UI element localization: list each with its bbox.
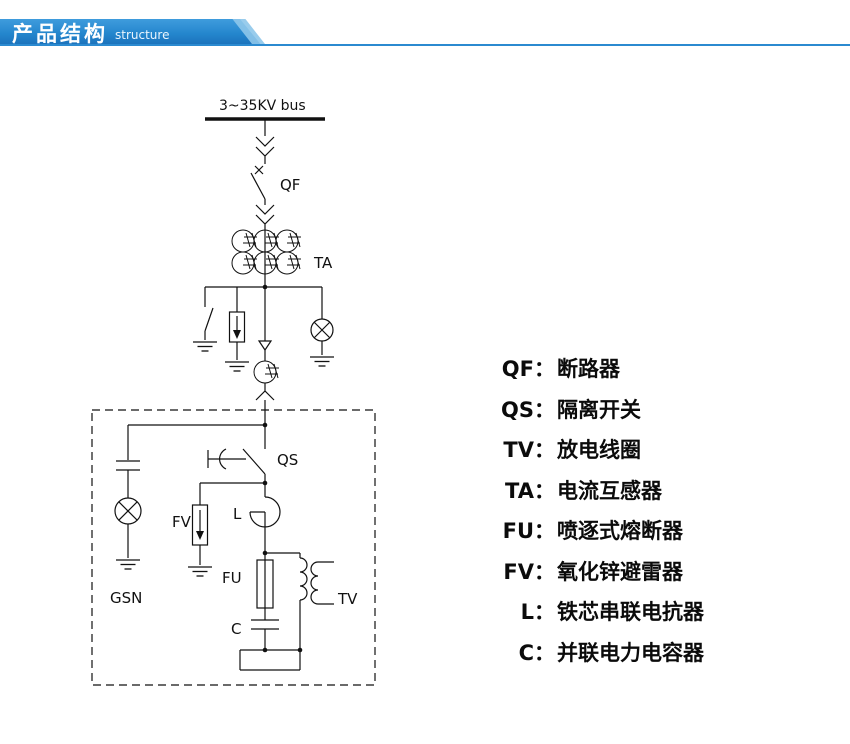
drawout-contact-lower-icon	[255, 204, 275, 230]
reactor-l-symbol	[249, 496, 281, 553]
legend-item-fu: FU： 喷逐式熔断器	[497, 511, 704, 552]
earthing-switch-branch	[192, 287, 218, 352]
bottom-return-connection	[239, 649, 301, 671]
label-qs: QS	[277, 451, 298, 469]
label-ta: TA	[313, 254, 333, 272]
legend-item-qf: QF： 断路器	[497, 349, 704, 390]
legend-symbol: C：	[518, 640, 555, 665]
legend-symbol: TA：	[505, 478, 555, 503]
label-l: L	[233, 505, 242, 523]
label-fv: FV	[172, 513, 192, 531]
circuit-breaker-qf-symbol	[250, 165, 266, 205]
arrester-fv-symbol	[187, 482, 265, 577]
header-band: 产品结构 structure	[0, 19, 262, 46]
label-gsn: GSN	[110, 589, 142, 607]
legend-item-fv: FV： 氧化锌避雷器	[497, 552, 704, 593]
fuse-fu-symbol	[256, 553, 274, 620]
legend-symbol: TV：	[503, 438, 555, 462]
cabinet-boundary	[91, 409, 376, 686]
label-tv: TV	[337, 590, 358, 608]
legend-item-tv: TV： 放电线圈	[497, 430, 704, 471]
junction-dots	[262, 284, 303, 653]
legend-item-qs: QS： 隔离开关	[497, 390, 704, 431]
legend-desc: 放电线圈	[557, 438, 641, 462]
label-qf: QF	[280, 176, 300, 194]
legend-desc: 喷逐式熔断器	[557, 519, 683, 543]
arrester-branch-symbol	[224, 287, 250, 372]
feeder-connector-triangle-icon	[257, 287, 273, 361]
indicator-lamp-branch-icon	[309, 287, 335, 367]
legend-symbol: FU：	[502, 519, 555, 543]
label-c: C	[231, 620, 241, 638]
header-underline	[0, 44, 850, 46]
legend-item-c: C： 并联电力电容器	[497, 633, 704, 674]
discharge-coil-tv-symbol	[265, 552, 334, 650]
legend-desc: 电流互感器	[557, 478, 662, 503]
page-subtitle: structure	[115, 28, 170, 42]
legend-desc: 隔离开关	[557, 397, 641, 422]
legend-item-l: L： 铁芯串联电抗器	[497, 592, 704, 633]
legend-desc: 断路器	[557, 357, 620, 381]
legend-symbol: QS：	[501, 397, 555, 422]
legend-symbol: FV：	[503, 559, 555, 584]
disconnector-qs-symbol	[207, 448, 266, 497]
drawout-contact-upper-icon	[255, 119, 275, 164]
legend-desc: 铁芯串联电抗器	[557, 600, 704, 624]
label-fu: FU	[222, 569, 242, 587]
zero-sequence-ct-symbol	[253, 360, 280, 449]
bus-label: 3~35KV bus	[219, 98, 306, 114]
current-transformer-ta-symbol	[231, 229, 302, 287]
legend-desc: 氧化锌避雷器	[557, 559, 683, 584]
legend-item-ta: TA： 电流互感器	[497, 471, 704, 512]
page-title: 产品结构	[12, 21, 108, 46]
legend-symbol: L：	[520, 600, 555, 624]
legend: QF： 断路器 QS： 隔离开关 TV： 放电线圈 TA： 电流互感器 FU： …	[497, 349, 704, 673]
capacitor-c-symbol	[251, 619, 279, 650]
legend-symbol: QF：	[501, 357, 555, 381]
gsn-display-device-symbol	[114, 424, 265, 570]
legend-desc: 并联电力电容器	[557, 640, 704, 665]
